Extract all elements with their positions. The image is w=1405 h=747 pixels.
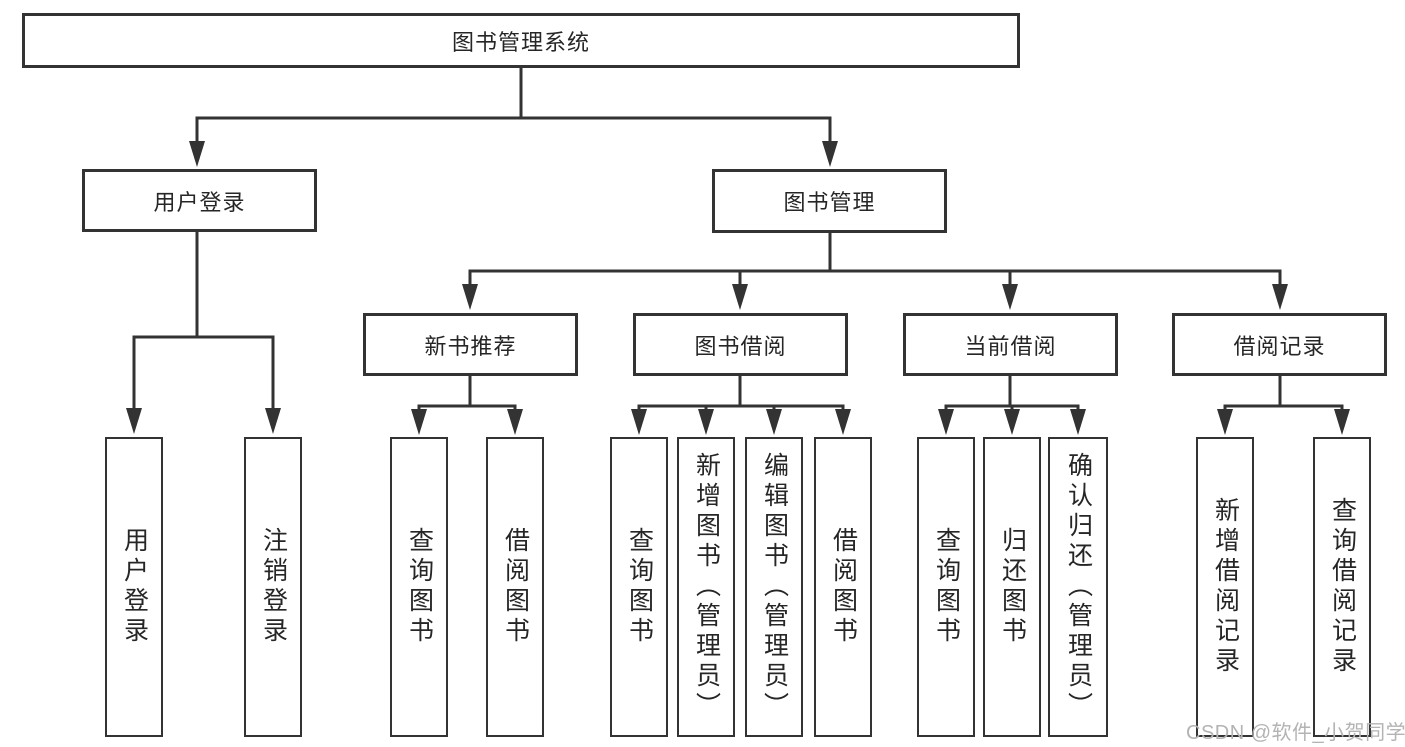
leaf-return-books: 归还图书: [983, 437, 1041, 737]
connector-new-book-to-leaves: [417, 374, 517, 413]
leaf-logout: 注销登录: [244, 437, 302, 737]
leaf-query-books-current: 查询图书: [917, 437, 975, 737]
connector-book-borrow-to-leaves: [637, 374, 845, 413]
leaf-query-books-borrowing: 查询图书: [610, 437, 668, 737]
connector-root-to-level1: [195, 66, 832, 145]
leaf-add-borrow-record-label: 新增借阅记录: [1211, 497, 1240, 677]
node-book-borrowing: 图书借阅: [633, 313, 848, 376]
node-book-management: 图书管理: [712, 169, 947, 233]
connector-borrow-record-to-leaves: [1223, 374, 1344, 413]
node-current-borrowing: 当前借阅: [903, 313, 1118, 376]
leaf-edit-books-admin-label: 编辑图书（管理员）: [760, 452, 789, 722]
node-user-login: 用户登录: [82, 169, 317, 232]
connector-current-borrow-to-leaves: [944, 374, 1080, 413]
leaf-add-books-admin: 新增图书（管理员）: [677, 437, 735, 737]
node-borrowing-records-label: 借阅记录: [1233, 333, 1326, 359]
connector-user-login-to-leaves: [132, 230, 275, 412]
leaf-borrow-books-recommend: 借阅图书: [486, 437, 544, 737]
node-new-book-recommendation: 新书推荐: [363, 313, 578, 376]
leaf-confirm-return-admin-label: 确认归还（管理员）: [1064, 452, 1093, 722]
leaf-logout-label: 注销登录: [259, 527, 288, 647]
leaf-borrow-books-recommend-label: 借阅图书: [501, 527, 530, 647]
node-borrowing-records: 借阅记录: [1172, 313, 1387, 376]
leaf-edit-books-admin: 编辑图书（管理员）: [745, 437, 803, 737]
leaf-add-borrow-record: 新增借阅记录: [1196, 437, 1254, 737]
leaf-add-books-admin-label: 新增图书（管理员）: [692, 452, 721, 722]
arrowheads: [126, 141, 1350, 435]
node-book-borrowing-label: 图书借阅: [694, 333, 787, 359]
leaf-query-books-borrowing-label: 查询图书: [625, 527, 654, 647]
node-library-system: 图书管理系统: [22, 13, 1020, 68]
node-user-login-label: 用户登录: [153, 189, 246, 215]
node-current-borrowing-label: 当前借阅: [964, 333, 1057, 359]
leaf-query-books-recommend: 查询图书: [390, 437, 448, 737]
leaf-query-borrow-record: 查询借阅记录: [1313, 437, 1371, 737]
leaf-borrow-books-borrowing-label: 借阅图书: [829, 527, 858, 647]
leaf-user-login-label: 用户登录: [120, 527, 149, 647]
leaf-query-borrow-record-label: 查询借阅记录: [1328, 497, 1357, 677]
leaf-confirm-return-admin: 确认归还（管理员）: [1048, 437, 1108, 737]
leaf-query-books-recommend-label: 查询图书: [405, 527, 434, 647]
leaf-borrow-books-borrowing: 借阅图书: [814, 437, 872, 737]
leaf-return-books-label: 归还图书: [998, 527, 1027, 647]
node-library-system-label: 图书管理系统: [451, 29, 590, 55]
node-book-management-label: 图书管理: [783, 190, 876, 215]
node-new-book-recommendation-label: 新书推荐: [424, 333, 517, 359]
leaf-user-login: 用户登录: [105, 437, 163, 737]
leaf-query-books-current-label: 查询图书: [932, 527, 961, 647]
csdn-watermark: CSDN @软件_小贺同学: [1186, 722, 1405, 744]
connector-book-mgmt-to-level2: [468, 231, 1282, 288]
